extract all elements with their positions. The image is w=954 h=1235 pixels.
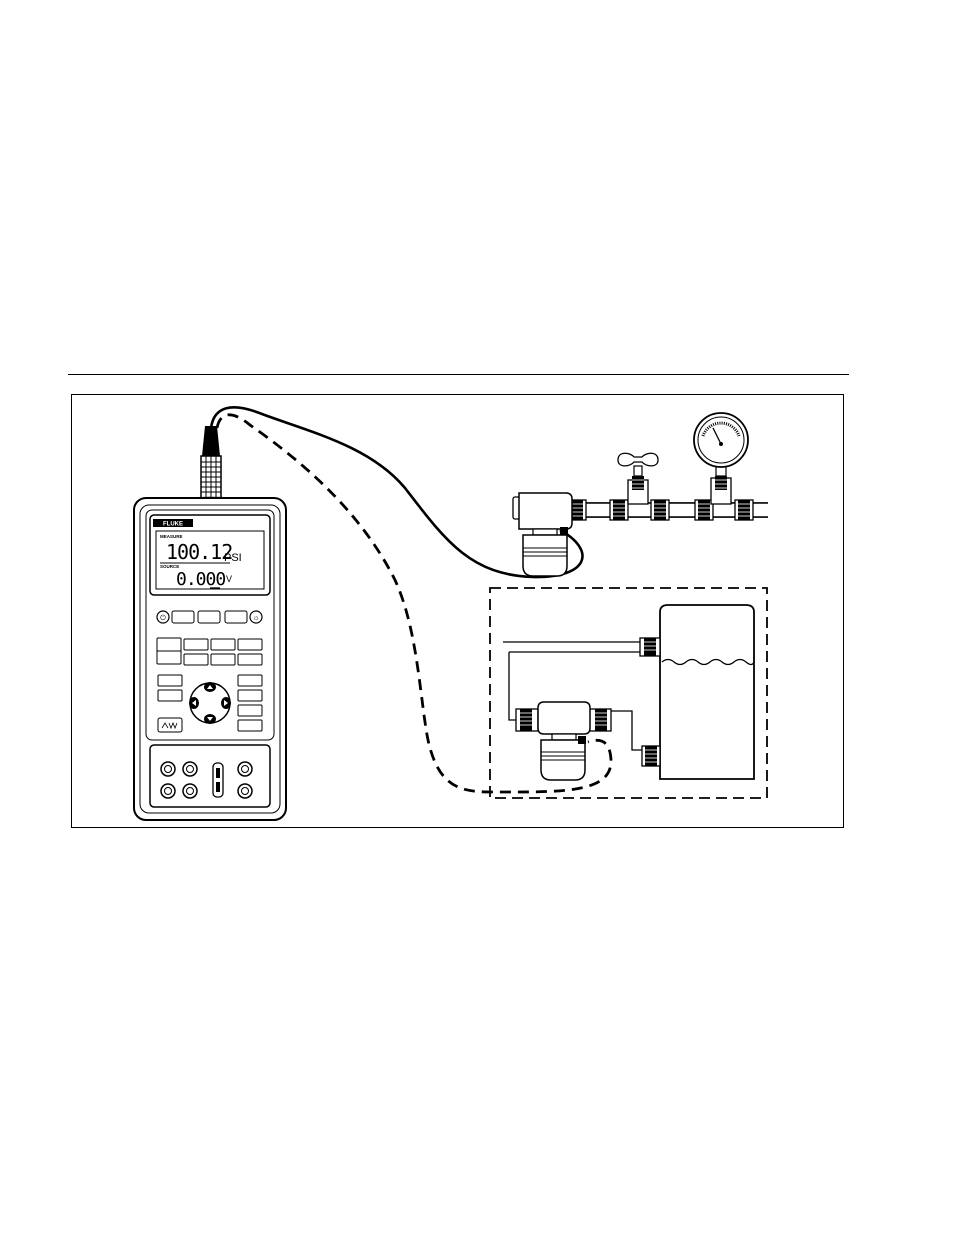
- power-icon: ⏻: [160, 614, 166, 622]
- pressure-module-plug: [202, 426, 220, 456]
- measure-reading: 100.12: [166, 540, 232, 564]
- key-grid-6[interactable]: [238, 654, 262, 665]
- key-right-3[interactable]: [238, 705, 262, 716]
- key-grid-2[interactable]: [211, 639, 235, 650]
- fitting-3: [651, 500, 669, 520]
- valve-handle: [618, 453, 658, 466]
- fitting-2: [610, 500, 628, 520]
- pressure-line: [513, 413, 768, 576]
- key-grid-5[interactable]: [211, 654, 235, 665]
- fitting-5: [735, 500, 753, 520]
- backlight-icon: ☼: [252, 613, 259, 622]
- key-left-2[interactable]: [158, 690, 182, 701]
- key-right-4[interactable]: [238, 720, 262, 731]
- key-grid-4[interactable]: [184, 654, 208, 665]
- pressure-gauge: [694, 413, 748, 504]
- valve: [618, 453, 658, 504]
- key-grid-3[interactable]: [238, 639, 262, 650]
- dp-fitting-left: [516, 709, 538, 731]
- measure-unit: PSI: [224, 552, 242, 564]
- key-right-1[interactable]: [238, 675, 262, 686]
- key-right-2[interactable]: [238, 690, 262, 701]
- pressure-transmitter-top: [513, 493, 572, 576]
- tank: [660, 605, 754, 779]
- key-top-1[interactable]: [172, 611, 194, 623]
- brand-logo: FLUKE: [163, 522, 183, 528]
- key-top-2[interactable]: [198, 611, 220, 623]
- tank-fitting-lower: [642, 746, 660, 766]
- key-left-1[interactable]: [158, 675, 182, 686]
- source-unit: V: [226, 574, 232, 584]
- dp-fitting-right: [589, 709, 611, 731]
- tank-fitting-upper: [640, 638, 660, 656]
- key-top-3[interactable]: [225, 611, 247, 623]
- tank-system: [503, 605, 754, 780]
- fitting-4: [695, 500, 713, 520]
- key-grid-1[interactable]: [184, 639, 208, 650]
- source-reading: 0.000: [176, 569, 225, 590]
- calibrator: FLUKE MEASURE 100.12 PSI SOURCE 0.000 V …: [134, 426, 286, 820]
- measure-label: MEASURE: [160, 534, 183, 539]
